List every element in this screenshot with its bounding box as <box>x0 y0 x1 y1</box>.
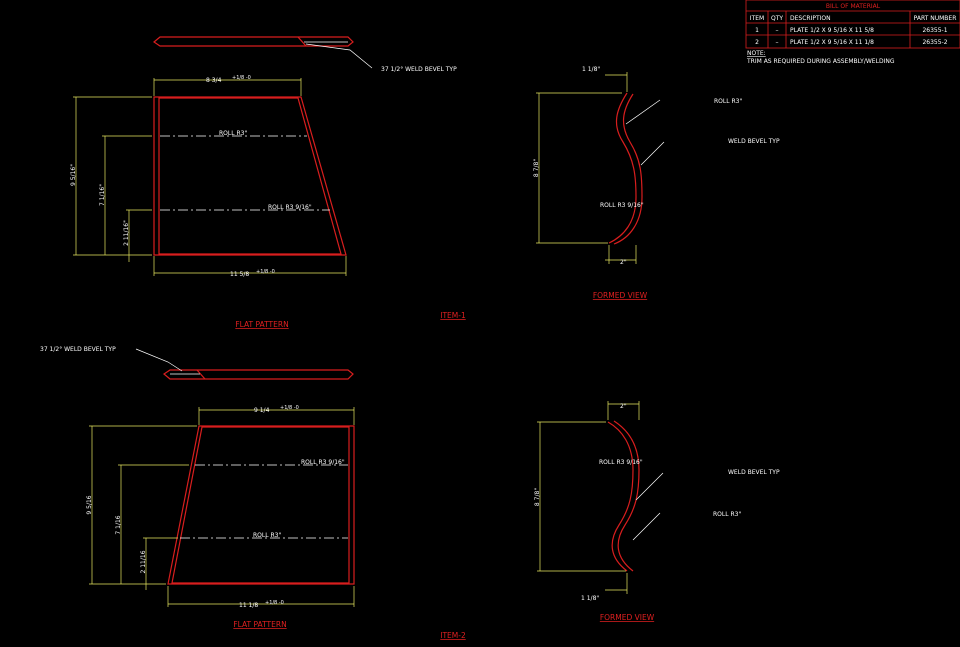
item2-formed-top-dim: 2" <box>620 403 627 410</box>
item2-formed-height-dim: 8 7/8" <box>534 488 541 506</box>
bill-of-material-table: BILL OF MATERIAL ITEM QTY DESCRIPTION PA… <box>745 0 960 65</box>
item2-roll-upper: ROLL R3 9/16" <box>301 459 345 466</box>
bom-row-1-item: 1 <box>755 27 759 34</box>
item1-bevel-callout: 37 1/2° WELD BEVEL TYP <box>381 66 457 73</box>
item1-formed-roll-a: ROLL R3" <box>714 98 742 105</box>
item2-bottom-tol: +1/8 -0 <box>265 600 284 606</box>
bom-header-qty: QTY <box>771 15 783 22</box>
item2-dim-overall: 9 5/16 <box>86 495 93 514</box>
bom-title: BILL OF MATERIAL <box>826 3 881 10</box>
item1-top-tol: +1/8 -0 <box>232 75 251 81</box>
item1-formed-bottom-dim: 2" <box>620 259 627 266</box>
item2-top-tol: +1/8 -0 <box>280 405 299 411</box>
bom-row-2-part-number: 26355-2 <box>922 39 947 46</box>
item2-formed-roll-b: ROLL R3" <box>713 511 741 518</box>
bom-row-2-description: PLATE 1/2 X 9 5/16 X 11 1/8 <box>790 39 874 46</box>
item1-formed-weld: WELD BEVEL TYP <box>728 138 780 145</box>
item2-flat-title: FLAT PATTERN <box>233 620 286 629</box>
item2-dim-low: 2 11/16 <box>140 550 147 573</box>
bom-note-text: TRIM AS REQUIRED DURING ASSEMBLY/WELDING <box>746 58 895 65</box>
bom-row-2-qty: – <box>776 39 779 46</box>
item1-formed-view: 8 7/8" 1 1/8" 2" ROLL R3" WELD BEVEL TYP… <box>533 66 780 300</box>
item2-roll-lower: ROLL R3" <box>253 532 281 539</box>
bom-row-1-part-number: 26355-1 <box>922 27 947 34</box>
bom-row-1-description: PLATE 1/2 X 9 5/16 X 11 5/8 <box>790 27 874 34</box>
item2-top-dim: 9 1/4 <box>254 407 270 414</box>
item2-bottom-dim: 11 1/8 <box>239 602 258 609</box>
bom-row-1-qty: – <box>776 27 779 34</box>
item2-formed-bottom-dim: 1 1/8" <box>581 595 599 602</box>
item1-dim-overall: 9 5/16" <box>70 164 77 186</box>
item1-roll-lower: ROLL R3 9/16" <box>268 204 312 211</box>
item1-formed-title: FORMED VIEW <box>593 291 648 300</box>
bom-header-description: DESCRIPTION <box>790 15 831 22</box>
item1-bottom-dim: 11 5/8 <box>230 271 249 278</box>
bom-row-2-item: 2 <box>755 39 759 46</box>
item1-flat-title: FLAT PATTERN <box>235 320 288 329</box>
item1-formed-roll-b: ROLL R3 9/16" <box>600 202 644 209</box>
item2-formed-title: FORMED VIEW <box>600 613 655 622</box>
item1-dim-low: 2 11/16" <box>123 220 130 246</box>
item1-bottom-tol: +1/8 -0 <box>256 269 275 275</box>
item2-formed-weld: WELD BEVEL TYP <box>728 469 780 476</box>
bom-header-item: ITEM <box>750 15 764 22</box>
item1-edge-view: 37 1/2° WELD BEVEL TYP <box>152 36 457 73</box>
item1-roll-upper: ROLL R3" <box>219 130 247 137</box>
item1-top-dim: 8 3/4 <box>206 77 222 84</box>
bom-note-label: NOTE: <box>747 50 766 57</box>
item2-formed-roll-a: ROLL R3 9/16" <box>599 459 643 466</box>
item1-formed-height-dim: 8 7/8" <box>533 159 540 177</box>
item2-formed-view: 8 7/8" 2" 1 1/8" ROLL R3 9/16" WELD BEVE… <box>534 401 780 622</box>
item2-bevel-callout: 37 1/2° WELD BEVEL TYP <box>40 346 116 353</box>
item2-dim-mid: 7 1/16 <box>115 515 122 534</box>
item2-edge-view: 37 1/2° WELD BEVEL TYP <box>40 346 354 380</box>
item2-label: ITEM-2 <box>440 631 466 640</box>
item1-flat-pattern: 8 3/4 +1/8 -0 11 5/8 +1/8 -0 9 5/16" 7 1… <box>70 75 347 329</box>
item1-dim-mid: 7 1/16" <box>99 184 106 206</box>
item1-label: ITEM-1 <box>440 311 466 320</box>
item1-formed-top-dim: 1 1/8" <box>582 66 600 73</box>
item2-flat-pattern: 9 1/4 +1/8 -0 11 1/8 +1/8 -0 9 5/16 7 1/… <box>86 405 355 629</box>
bom-header-part-number: PART NUMBER <box>914 15 957 22</box>
